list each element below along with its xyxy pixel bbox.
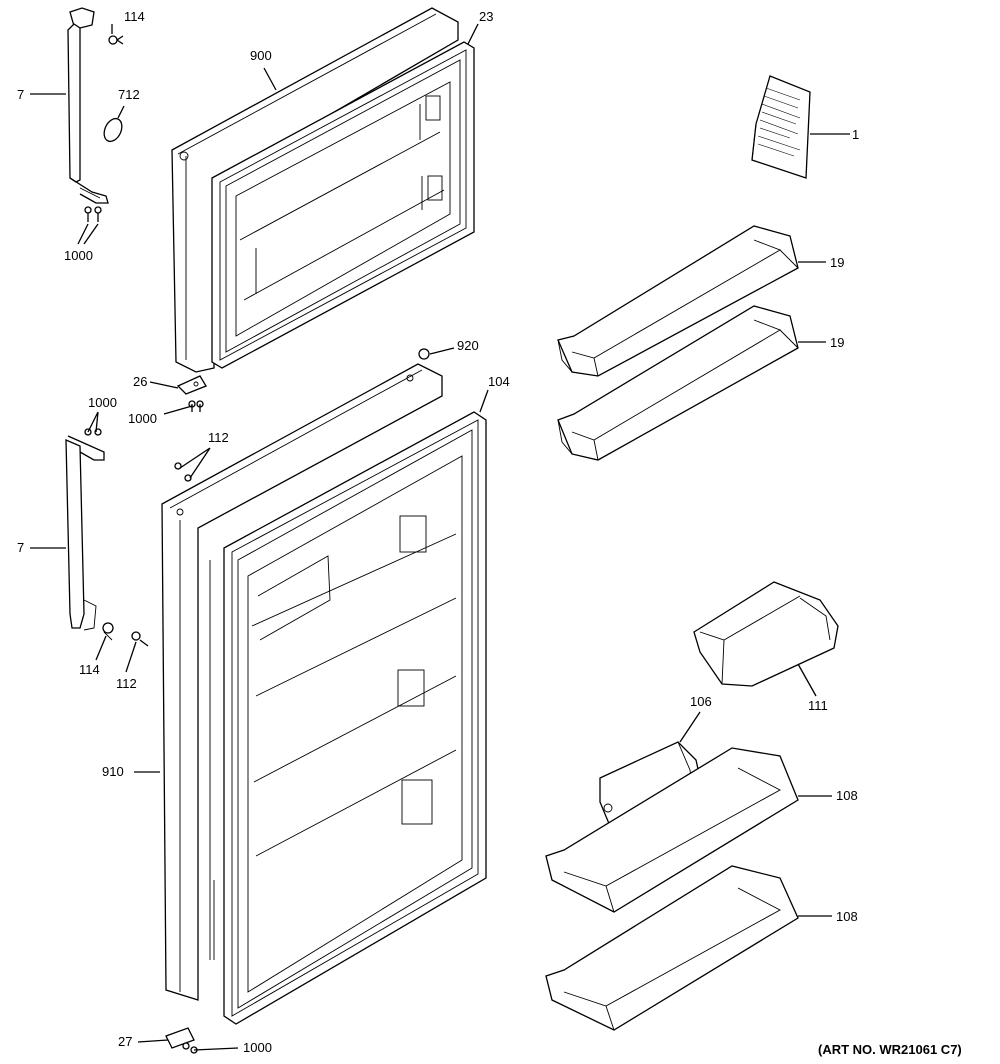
callout-106: 106 [690,694,712,709]
callout-108-upper: 108 [836,788,858,803]
callout-108-lower: 108 [836,909,858,924]
callout-26: 26 [133,374,147,389]
screws-1000-bottom [182,1042,198,1054]
screw-114-bottom [102,622,114,641]
screw-114-top [108,35,124,45]
screws-1000-top [84,206,102,222]
callout-104: 104 [488,374,510,389]
callout-19-upper: 19 [830,255,844,270]
callout-1000-a: 1000 [88,395,117,410]
callout-1000-top: 1000 [64,248,93,263]
callout-1000-bottom: 1000 [243,1040,272,1055]
callout-111: 111 [808,698,828,713]
screw-112-bottom [131,631,149,647]
handle-top-part [67,7,109,204]
door-bin-19-lower [557,305,799,461]
handle-bottom-part [65,428,105,631]
callout-712: 712 [118,87,140,102]
art-number: (ART NO. WR21061 C7) [818,1042,962,1057]
callout-112-bottom: 112 [116,676,137,691]
callout-labels: 114 7 712 1000 900 23 1 19 19 920 104 26… [17,9,859,1055]
door-bin-108-upper [545,747,799,913]
door-bin-108-lower [545,865,799,1031]
callout-112-top: 112 [208,430,229,445]
callout-1: 1 [852,127,859,142]
fresh-food-door-part [161,363,487,1025]
callout-7-top: 7 [17,87,24,102]
plug-712 [103,117,123,143]
callout-900: 900 [250,48,272,63]
callout-910: 910 [102,764,124,779]
freezer-door-part [171,7,475,373]
owners-manual-part [751,75,811,179]
callout-920: 920 [457,338,479,353]
hinge-27-part [165,1027,195,1049]
leader-lines [30,23,850,1051]
callout-114-top: 114 [124,9,145,24]
dairy-bin-111-part [693,581,839,687]
callout-7-bottom: 7 [17,540,24,555]
screws-1000-middle [188,400,204,412]
screws-112-top [174,462,192,482]
callout-1000-b: 1000 [128,411,157,426]
plug-920 [418,348,430,360]
callout-27: 27 [118,1034,132,1049]
callout-114-bottom: 114 [79,662,100,677]
hinge-26-part [176,375,207,395]
door-bin-19-upper [557,225,799,377]
callout-19-lower: 19 [830,335,844,350]
callout-23: 23 [479,9,493,24]
